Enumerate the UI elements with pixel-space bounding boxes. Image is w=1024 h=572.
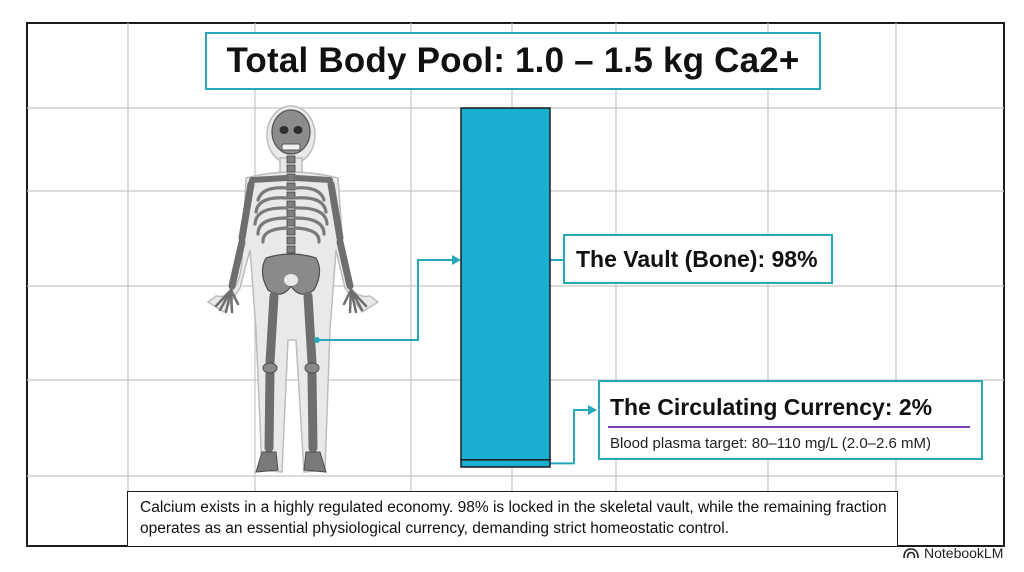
vault-label: The Vault (Bone): 98% xyxy=(563,234,833,284)
circulating-label: The Circulating Currency: 2% xyxy=(610,394,933,420)
bar-segment-circulating xyxy=(460,459,551,468)
connector-skeleton-to-bar xyxy=(317,259,452,341)
connector-dot-skeleton xyxy=(314,337,320,343)
circulating-divider xyxy=(608,426,970,428)
bar-segment-bone xyxy=(460,107,551,461)
notebooklm-logo-icon xyxy=(903,548,919,559)
circulating-callout: The Circulating Currency: 2% Blood plasm… xyxy=(598,380,983,460)
brand-badge: NotebookLM xyxy=(903,543,1003,563)
brand-label: NotebookLM xyxy=(924,545,1004,561)
stacked-bar xyxy=(460,107,551,468)
connector-arrowhead-circulating xyxy=(588,405,597,415)
page-title: Total Body Pool: 1.0 – 1.5 kg Ca2+ xyxy=(205,32,821,90)
circulating-sublabel: Blood plasma target: 80–110 mg/L (2.0–2.… xyxy=(610,435,932,452)
connector-arrowhead-bar xyxy=(452,255,461,265)
caption: Calcium exists in a highly regulated eco… xyxy=(127,491,898,547)
connector-lines xyxy=(314,255,597,465)
connector-bar-to-circulating xyxy=(550,409,588,465)
